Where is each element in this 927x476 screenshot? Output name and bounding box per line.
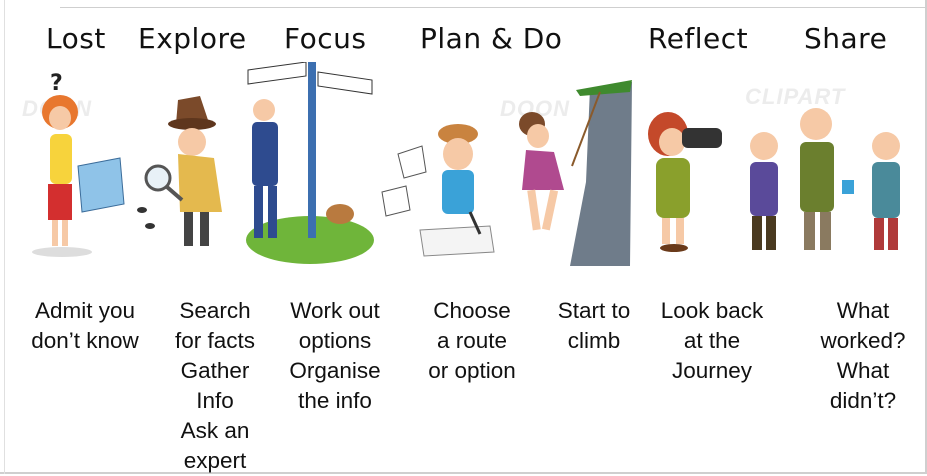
men-chatting-with-drinks-icon <box>734 62 924 266</box>
stage-description-lost: Admit you don’t know <box>31 298 139 353</box>
man-at-signpost-icon <box>244 62 376 266</box>
top-divider <box>60 7 925 8</box>
stage-title-reflect: Reflect <box>648 22 749 55</box>
stage-title-plan-do: Plan & Do <box>420 22 563 55</box>
stage-title-share: Share <box>804 22 888 55</box>
confused-woman-with-map-icon: ? <box>20 62 132 266</box>
svg-text:?: ? <box>50 71 63 96</box>
woman-climbing-cliff-icon <box>502 62 634 266</box>
stage-title-lost: Lost <box>46 22 106 55</box>
stage-description-climb: Start to climb <box>557 298 631 353</box>
watermark: CLIPART <box>745 84 846 109</box>
stage-description-explore: Search for facts Gather Info Ask an expe… <box>174 298 256 473</box>
stage-title-explore: Explore <box>138 22 247 55</box>
stage-description-focus: Work out options Organise the info <box>289 298 381 413</box>
stage-title-focus: Focus <box>284 22 367 55</box>
stage-description-share: What worked? What didn’t? <box>820 298 906 413</box>
stage-description-reflect: Look back at the Journey <box>660 298 764 383</box>
left-divider <box>4 0 5 474</box>
stage-description-plan-do: Choose a route or option <box>428 298 516 383</box>
woman-with-binoculars-icon <box>634 62 734 266</box>
man-writing-plan-icon <box>380 62 502 266</box>
detective-with-magnifier-icon <box>130 62 245 266</box>
